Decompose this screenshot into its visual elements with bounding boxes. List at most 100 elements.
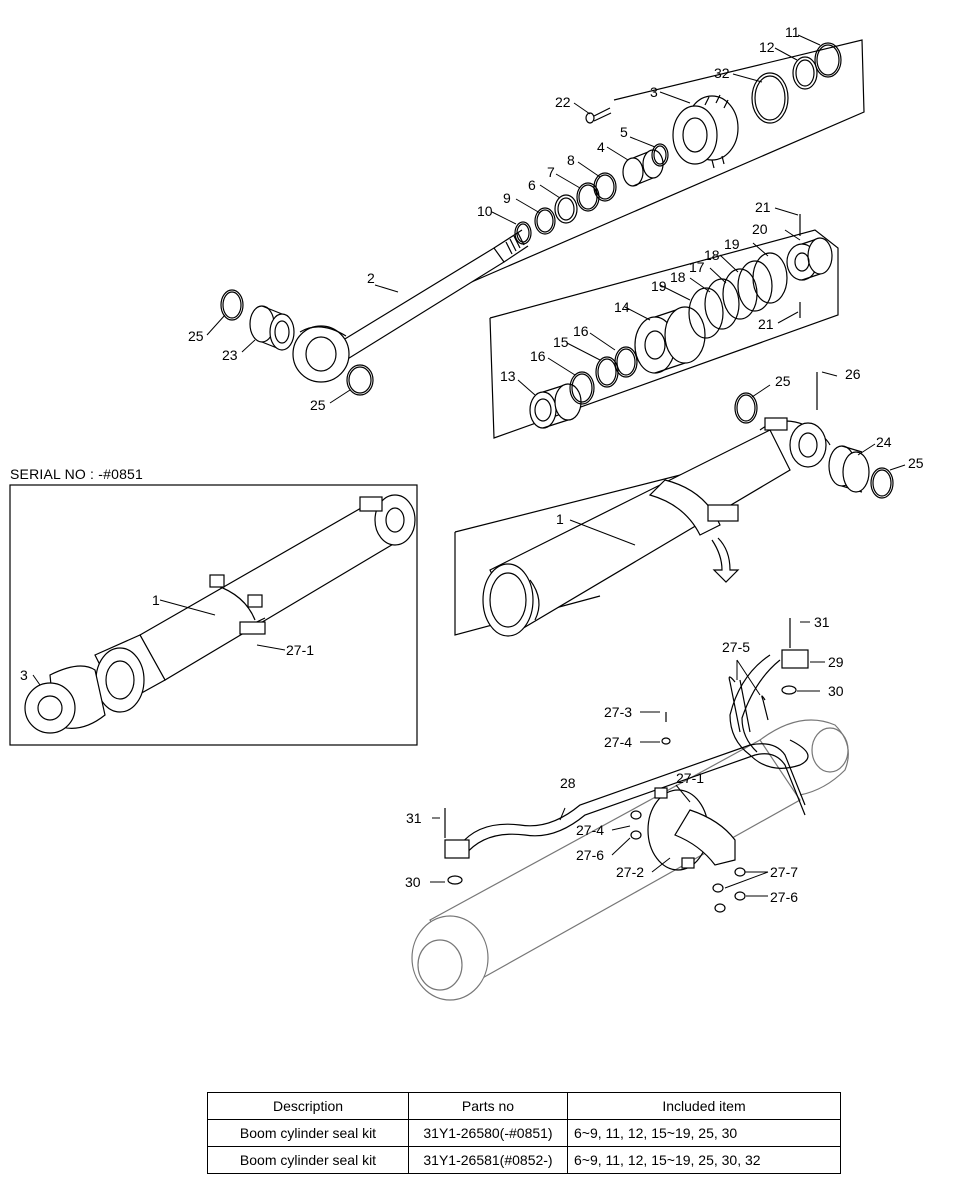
callout-27-1-detail: 27-1 (676, 770, 704, 786)
callout-21-top: 21 (755, 199, 771, 215)
callout-17: 17 (689, 259, 705, 275)
leader-lines (32, 34, 906, 897)
callout-27-6-a: 27-6 (576, 847, 604, 863)
callout-5: 5 (620, 124, 628, 140)
row-included-item: 6~9, 11, 12, 15~19, 25, 30 (567, 1119, 841, 1147)
bushing-23 (249, 305, 295, 351)
callout-27-1-serial: 27-1 (286, 642, 314, 658)
callout-22: 22 (555, 94, 571, 110)
row-parts-no: 31Y1-26580(-#0851) (408, 1119, 568, 1147)
row-description: Boom cylinder seal kit (207, 1146, 409, 1174)
callout-16-b: 16 (573, 323, 589, 339)
callout-28: 28 (560, 775, 576, 791)
callout-25-b: 25 (310, 397, 326, 413)
callout-31-b: 31 (406, 810, 422, 826)
callout-10: 10 (477, 203, 493, 219)
ring-9 (534, 207, 556, 235)
ring-7 (576, 182, 600, 212)
clamp-27 (630, 676, 769, 913)
row-included-item: 6~9, 11, 12, 15~19, 25, 30, 32 (567, 1146, 841, 1174)
table-header-row: Description Parts no Included item (207, 1092, 841, 1120)
callout-26: 26 (845, 366, 861, 382)
callout-labels: 1 1 2 3 3 4 5 6 7 8 9 10 11 12 13 14 15 … (20, 24, 924, 905)
ring-8 (593, 172, 617, 202)
callout-13: 13 (500, 368, 516, 384)
callout-25-a: 25 (188, 328, 204, 344)
ring-25-right-top (734, 392, 758, 424)
serial-note: SERIAL NO : -#0851 (10, 466, 144, 482)
callout-15: 15 (553, 334, 569, 350)
callout-11: 11 (785, 24, 800, 40)
callout-27-6-b: 27-6 (770, 889, 798, 905)
callout-18-b: 18 (704, 247, 720, 263)
serial-detail-box (9, 484, 418, 746)
row-description: Boom cylinder seal kit (207, 1119, 409, 1147)
view-arrow (711, 537, 740, 583)
callout-27-4-b: 27-4 (576, 822, 604, 838)
pipe-28 (444, 618, 809, 885)
ring-19b (752, 252, 788, 304)
bushing-24 (828, 445, 870, 493)
ring-6 (554, 194, 578, 224)
callout-30-b: 30 (405, 874, 421, 890)
piston-rod (292, 229, 529, 383)
callout-32: 32 (714, 65, 730, 81)
bracket-tube (648, 479, 739, 536)
callout-4: 4 (597, 139, 605, 155)
table-row: Boom cylinder seal kit 31Y1-26580(-#0851… (207, 1119, 841, 1147)
callout-27-3: 27-3 (604, 704, 632, 720)
panel-top-outline (429, 39, 865, 301)
bushing-13 (529, 383, 582, 429)
ring-11 (814, 42, 842, 78)
callout-21-bottom: 21 (758, 316, 774, 332)
panel-tube-outline (454, 469, 701, 533)
piston-14 (634, 306, 706, 374)
callout-31-a: 31 (814, 614, 830, 630)
callout-27-2: 27-2 (616, 864, 644, 880)
seal-kit-table: Description Parts no Included item Boom … (207, 1092, 841, 1174)
ring-16b (614, 346, 638, 378)
callout-19-a: 19 (651, 278, 667, 294)
callout-25-d: 25 (908, 455, 924, 471)
col-parts-no: Parts no (408, 1092, 568, 1120)
callout-8: 8 (567, 152, 575, 168)
callout-30-a: 30 (828, 683, 844, 699)
callout-20: 20 (752, 221, 768, 237)
callout-27-4-a: 27-4 (604, 734, 632, 750)
callout-19-b: 19 (724, 236, 740, 252)
callout-16-a: 16 (530, 348, 546, 364)
callout-27-5: 27-5 (722, 639, 750, 655)
ring-17 (722, 268, 758, 320)
bolt-22 (585, 107, 612, 124)
callout-12: 12 (759, 39, 775, 55)
ring-12 (792, 56, 818, 90)
ring-25-left-top (220, 289, 244, 321)
callout-9: 9 (503, 190, 511, 206)
callout-14: 14 (614, 299, 630, 315)
ring-16a (569, 371, 595, 405)
callout-27-7: 27-7 (770, 864, 798, 880)
ring-25-right-bottom (870, 467, 894, 499)
cylinder-serial (24, 494, 416, 734)
col-included-item: Included item (567, 1092, 841, 1120)
nut-20 (786, 237, 833, 281)
callout-24: 24 (876, 434, 892, 450)
callout-29: 29 (828, 654, 844, 670)
callout-25-c: 25 (775, 373, 791, 389)
cylinder-piping-detail (411, 719, 849, 1001)
callout-2: 2 (367, 270, 375, 286)
gland-top (672, 94, 739, 169)
callout-1-tube: 1 (556, 511, 564, 527)
cylinder-tube (482, 372, 831, 637)
col-description: Description (207, 1092, 409, 1120)
ring-32 (751, 72, 789, 124)
callout-6: 6 (528, 177, 536, 193)
callout-23: 23 (222, 347, 238, 363)
panel-piston-outline (489, 229, 839, 439)
callout-1-serial: 1 (152, 592, 160, 608)
callout-7: 7 (547, 164, 555, 180)
ring-19a (688, 287, 724, 339)
callout-3-top: 3 (650, 84, 658, 100)
row-parts-no: 31Y1-26581(#0852-) (408, 1146, 568, 1174)
ring-5 (651, 143, 669, 167)
